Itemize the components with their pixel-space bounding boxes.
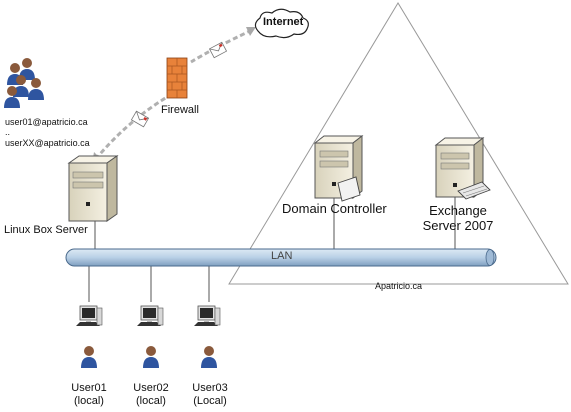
exchange-line2: Server 2007 xyxy=(422,217,494,233)
domain-controller-label: Domain Controller xyxy=(282,201,387,216)
email-envelope-icon xyxy=(208,41,228,59)
user01-scope: (local) xyxy=(74,394,104,407)
user03-scope: (Local) xyxy=(193,394,227,407)
workstation-icon xyxy=(75,305,103,327)
user01-label: User01 (local) xyxy=(64,382,114,407)
remote-user-ellipsis: .. xyxy=(5,127,11,138)
internet-cloud-icon xyxy=(254,8,309,39)
firewall-label: Firewall xyxy=(161,104,199,116)
arrowhead-internet xyxy=(246,27,256,36)
exchange-server-label: Exchange Server 2007 xyxy=(414,203,502,234)
workstation-icon xyxy=(193,305,221,327)
firewall-linux-link xyxy=(93,92,173,161)
user02-name: User02 xyxy=(133,382,169,394)
remote-users-icon xyxy=(4,58,44,108)
remote-user-first: user01@apatricio.ca xyxy=(5,117,88,127)
user-icon xyxy=(81,346,97,368)
user02-scope: (local) xyxy=(136,394,166,407)
internet-label: Internet xyxy=(263,16,304,28)
exchange-line1: Exchange xyxy=(429,203,487,218)
domain-controller-server-icon xyxy=(313,134,364,202)
workstation-icon xyxy=(136,305,164,327)
firewall-icon xyxy=(166,57,188,99)
domain-boundary xyxy=(228,2,569,285)
domain-label: Apatricio.ca xyxy=(375,281,423,291)
user02-label: User02 (local) xyxy=(126,382,176,407)
lan-label: LAN xyxy=(271,250,293,262)
linux-server-label: Linux Box Server xyxy=(4,224,88,236)
user03-name: User03 xyxy=(192,382,228,394)
linux-server-icon xyxy=(67,155,119,222)
user03-label: User03 (Local) xyxy=(185,382,235,407)
user-icon xyxy=(143,346,159,368)
user-icon xyxy=(201,346,217,368)
remote-users-label: user01@apatricio.ca .. userXX@apatricio.… xyxy=(5,117,90,148)
remote-user-last: userXX@apatricio.ca xyxy=(5,137,90,148)
exchange-server-icon xyxy=(434,136,491,200)
user01-name: User01 xyxy=(71,382,107,394)
email-envelope-icon xyxy=(130,110,150,128)
lan-bus xyxy=(65,248,497,267)
